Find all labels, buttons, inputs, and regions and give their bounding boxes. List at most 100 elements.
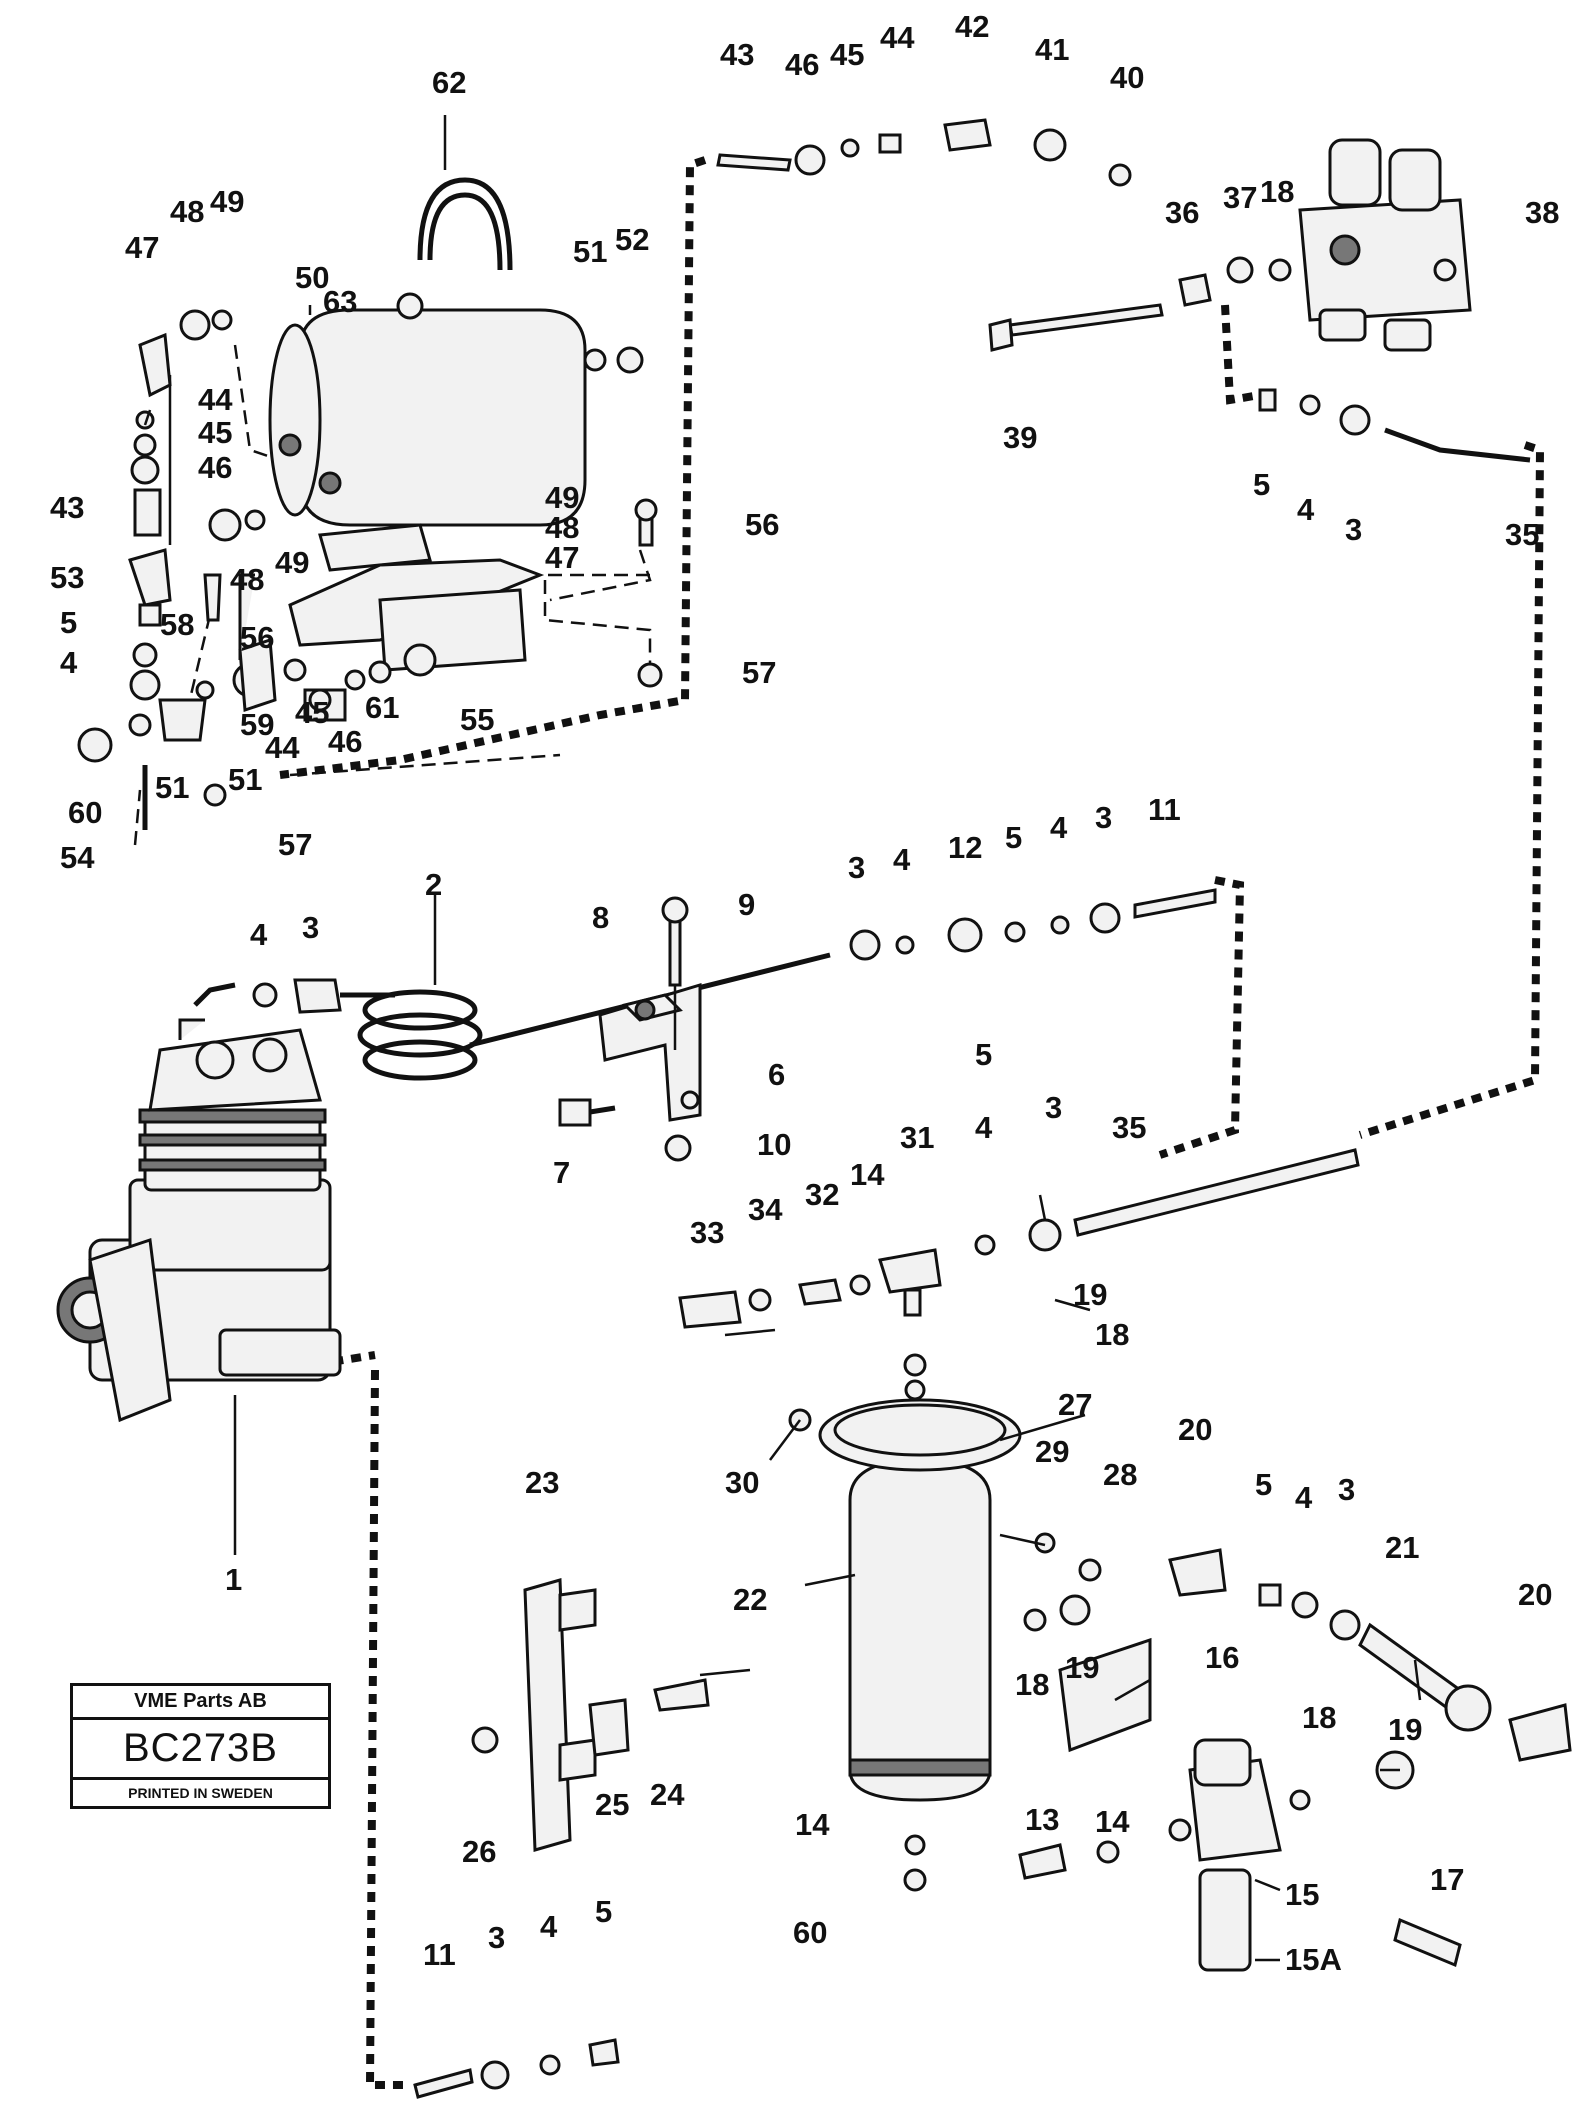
callout-4: 4 xyxy=(60,645,78,680)
fittings-row-top xyxy=(716,118,1132,187)
callout-31: 31 xyxy=(900,1120,934,1155)
callout-5: 5 xyxy=(60,605,77,640)
callout-15: 15 xyxy=(1285,1877,1319,1912)
callout-9: 9 xyxy=(738,887,755,922)
callout-17: 17 xyxy=(1430,1862,1464,1897)
callout-30: 30 xyxy=(725,1465,759,1500)
dryer-bracket xyxy=(471,1578,710,1852)
stamp-diagram-code: BC273B xyxy=(73,1720,328,1780)
dryer-outlet-fittings xyxy=(1023,1532,1572,1762)
callout-26: 26 xyxy=(462,1834,496,1869)
callout-56: 56 xyxy=(240,620,274,655)
callout-57: 57 xyxy=(742,655,776,690)
callout-28: 28 xyxy=(1103,1457,1137,1492)
callout-5: 5 xyxy=(1253,467,1270,502)
callout-49: 49 xyxy=(210,184,244,219)
tank-fittings-left xyxy=(77,309,266,830)
callout-63: 63 xyxy=(323,284,357,319)
callout-22: 22 xyxy=(733,1582,767,1617)
callout-18: 18 xyxy=(1095,1317,1129,1352)
dryer-tank xyxy=(788,1353,1022,1892)
callout-11: 11 xyxy=(1148,792,1181,827)
callout-55: 55 xyxy=(460,702,494,737)
callout-20: 20 xyxy=(1518,1577,1552,1612)
callout-5: 5 xyxy=(595,1894,612,1929)
callout-44: 44 xyxy=(265,730,300,765)
callout-4: 4 xyxy=(1295,1480,1313,1515)
callout-49: 49 xyxy=(275,545,309,580)
callout-43: 43 xyxy=(720,37,754,72)
callout-3: 3 xyxy=(1338,1472,1355,1507)
mounting-bolts xyxy=(203,498,663,688)
callout-40: 40 xyxy=(1110,60,1144,95)
air-tank xyxy=(268,177,644,672)
callout-3: 3 xyxy=(302,910,319,945)
compressor xyxy=(56,1018,342,1423)
callout-46: 46 xyxy=(328,724,362,759)
callout-47: 47 xyxy=(125,230,159,265)
callout-60: 60 xyxy=(793,1915,827,1950)
stamp-organization: VME Parts AB xyxy=(73,1686,328,1720)
callout-35: 35 xyxy=(1112,1110,1146,1145)
callout-51: 51 xyxy=(155,770,189,805)
callout-14: 14 xyxy=(850,1157,885,1192)
callout-3: 3 xyxy=(1345,512,1362,547)
callout-50: 50 xyxy=(295,260,329,295)
callout-15A: 15A xyxy=(1285,1942,1342,1977)
callout-24: 24 xyxy=(650,1777,685,1812)
callout-16: 16 xyxy=(1205,1640,1239,1675)
callout-5: 5 xyxy=(1005,820,1022,855)
callout-18: 18 xyxy=(1015,1667,1049,1702)
callout-59: 59 xyxy=(240,707,274,742)
callout-46: 46 xyxy=(785,47,819,82)
callout-37: 37 xyxy=(1223,180,1257,215)
callout-2: 2 xyxy=(425,867,442,902)
callout-5: 5 xyxy=(1255,1467,1272,1502)
callout-51: 51 xyxy=(573,234,607,269)
callout-3: 3 xyxy=(1045,1090,1062,1125)
callout-57: 57 xyxy=(278,827,312,862)
callout-4: 4 xyxy=(1050,810,1068,845)
callout-39: 39 xyxy=(1003,420,1037,455)
valve-outlet-fittings xyxy=(1258,388,1531,463)
protection-valve xyxy=(988,138,1472,352)
callout-7: 7 xyxy=(553,1155,570,1190)
callout-5: 5 xyxy=(975,1037,992,1072)
callout-3: 3 xyxy=(848,850,865,885)
callout-23: 23 xyxy=(525,1465,559,1500)
fittings-row-upper xyxy=(849,888,1217,961)
callout-4: 4 xyxy=(893,842,911,877)
callout-14: 14 xyxy=(795,1807,830,1842)
drain-valve-row xyxy=(195,573,437,807)
callout-14: 14 xyxy=(1095,1804,1130,1839)
callout-4: 4 xyxy=(250,917,268,952)
callout-18: 18 xyxy=(1302,1700,1336,1735)
unloader-valve xyxy=(1018,1637,1462,1972)
publisher-stamp: VME Parts AB BC273B PRINTED IN SWEDEN xyxy=(70,1683,331,1809)
callout-18: 18 xyxy=(1260,174,1294,209)
hose-end-fittings xyxy=(413,2038,620,2099)
callout-1: 1 xyxy=(225,1562,242,1597)
callout-12: 12 xyxy=(948,830,982,865)
callout-61: 61 xyxy=(365,690,399,725)
callout-48: 48 xyxy=(545,510,579,545)
leader-lines xyxy=(143,115,1422,1962)
callout-19: 19 xyxy=(1065,1650,1099,1685)
callout-4: 4 xyxy=(1297,492,1315,527)
pipe-bracket xyxy=(558,896,702,1162)
fittings-row-lower xyxy=(678,1148,1360,1329)
callout-34: 34 xyxy=(748,1192,783,1227)
callout-19: 19 xyxy=(1388,1712,1422,1747)
callout-4: 4 xyxy=(975,1110,993,1145)
callout-27: 27 xyxy=(1058,1387,1092,1422)
callout-44: 44 xyxy=(198,382,233,417)
callout-3: 3 xyxy=(1095,800,1112,835)
callout-52: 52 xyxy=(615,222,649,257)
callout-62: 62 xyxy=(432,65,466,100)
callout-53: 53 xyxy=(50,560,84,595)
callout-51: 51 xyxy=(228,762,262,797)
callout-49: 49 xyxy=(545,480,579,515)
callout-58: 58 xyxy=(160,607,194,642)
stamp-printed-note: PRINTED IN SWEDEN xyxy=(128,1785,273,1801)
callout-44: 44 xyxy=(880,20,915,55)
